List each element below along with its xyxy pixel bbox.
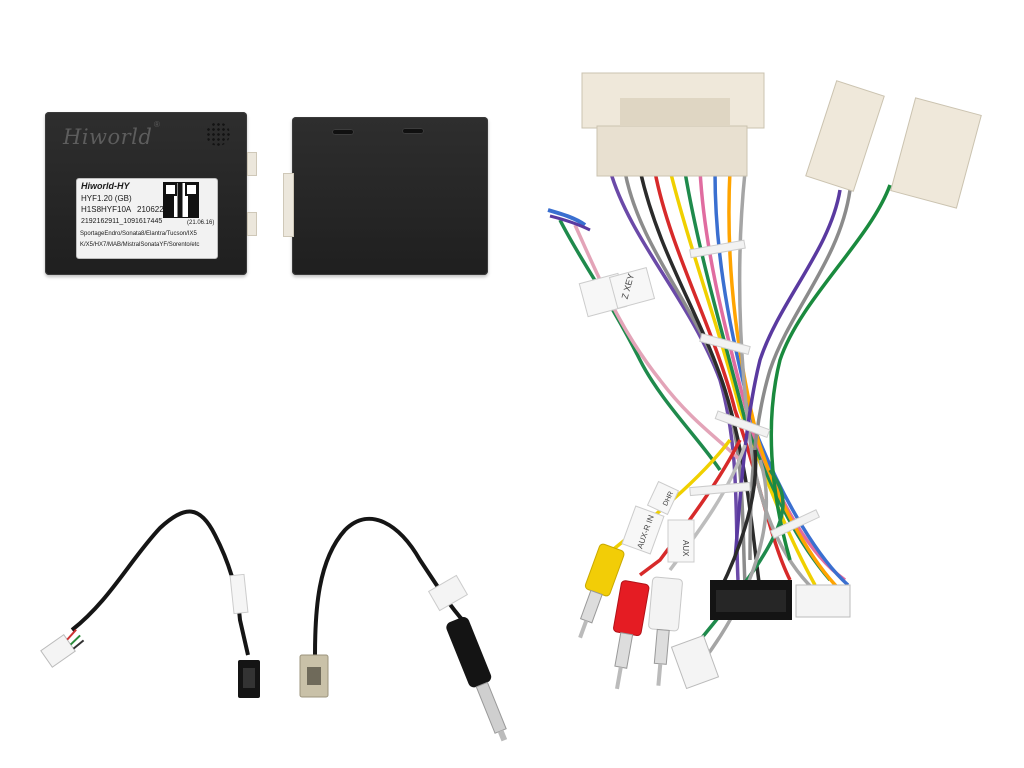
- brand-logo: Hiworld: [63, 125, 153, 149]
- pin-connector: [40, 634, 76, 668]
- sticker-version: HYF1.20 (GB): [81, 194, 132, 203]
- registered-mark: ®: [154, 120, 160, 129]
- cable-tag: [229, 573, 249, 615]
- blue-wire-end: [547, 208, 591, 232]
- antenna-adapter-cable: [299, 516, 508, 742]
- decoder-box-front: Hiworld ® Hiworld-HY HYF1.20 (GB) H1S8HY…: [45, 112, 257, 275]
- secondary-connector-1: [805, 80, 885, 192]
- main-harness-wires: [558, 169, 892, 667]
- white-pin-connector-1: [795, 584, 851, 618]
- speaker-grille: [206, 122, 230, 146]
- secondary-connector-2: [890, 97, 982, 209]
- harness-tag-1: Z XEY: [578, 267, 656, 318]
- usb-adapter-cable: [40, 509, 260, 698]
- decoder-box-back: [283, 117, 488, 275]
- black-multipin-connector: [710, 580, 792, 620]
- rca-yellow-plug: [578, 543, 625, 639]
- sticker-build-date: (21.06.16): [187, 220, 215, 226]
- sticker-models-1: SportageEndro/Sonata8/Elantra/Tucson/IX5: [80, 231, 197, 237]
- product-sticker: Hiworld-HY HYF1.20 (GB) H1S8HYF10A 21062…: [76, 178, 218, 259]
- side-connector: [283, 173, 294, 237]
- tag-text: AUX: [681, 540, 690, 557]
- rca-white-plug: [648, 576, 683, 686]
- harness-tag-3: AUX: [667, 519, 695, 563]
- side-clip: [247, 212, 257, 236]
- sticker-serial: 2192162911_1091617445: [81, 218, 163, 225]
- main-oem-connector: [581, 72, 765, 177]
- port-slot: [402, 128, 424, 134]
- qr-code: [163, 182, 199, 218]
- white-pin-connector-2: [670, 634, 720, 690]
- rca-red-plug: [613, 580, 650, 690]
- sticker-code: H1S8HYF10A: [81, 205, 132, 214]
- sticker-date: 210622: [137, 205, 164, 214]
- antenna-plug-body: [446, 617, 492, 688]
- cable-ties: [689, 239, 821, 539]
- sticker-models-2: K/X5/HX7/MAB/MistralSonataYF/Sorento/etc: [80, 242, 200, 248]
- harness-tag-2: AUX-R IN: [621, 505, 665, 555]
- sticker-model: Hiworld-HY: [81, 181, 130, 191]
- side-clip: [247, 152, 257, 176]
- cable-tag: [427, 574, 469, 612]
- harness-tag-4: DHR: [646, 480, 680, 516]
- port-slot: [332, 129, 354, 135]
